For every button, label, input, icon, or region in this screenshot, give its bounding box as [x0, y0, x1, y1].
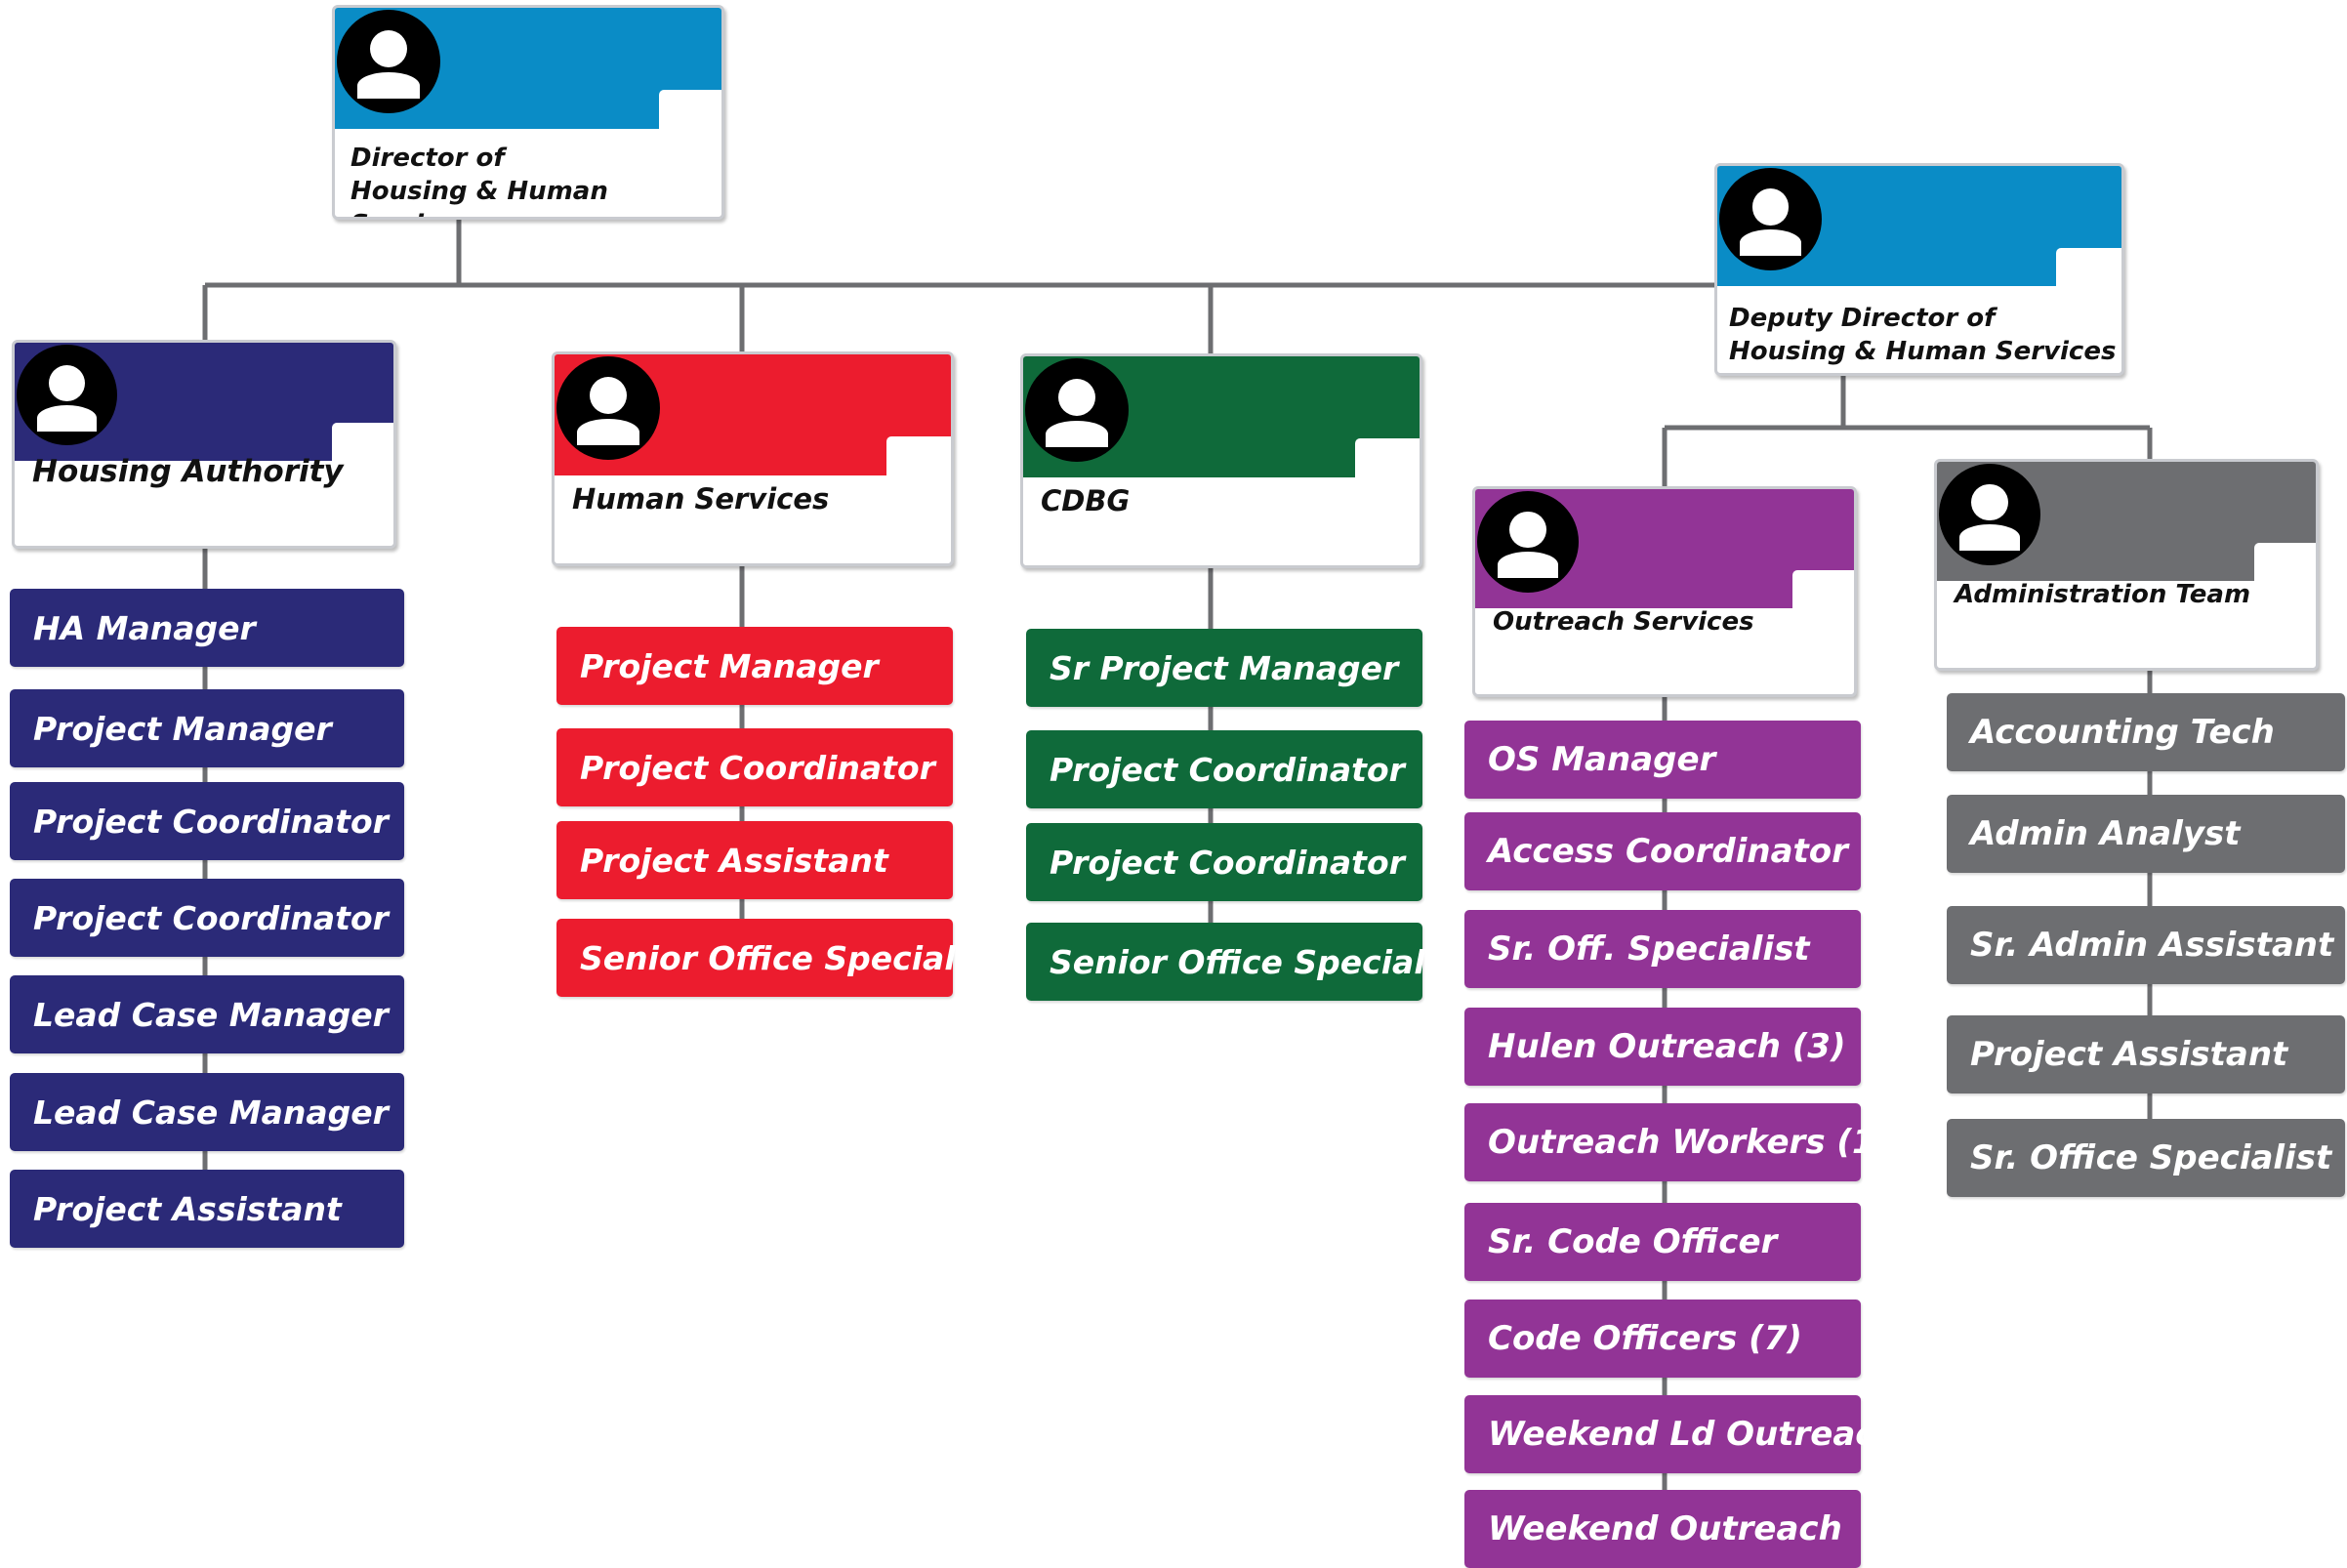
person-icon-head: [1751, 188, 1790, 226]
housing-role-box: Lead Case Manager: [10, 975, 404, 1053]
housing-role-box: HA Manager: [10, 589, 404, 667]
outreach-role-box: Code Officers (7): [1464, 1300, 1861, 1378]
card-notch: [1792, 569, 1854, 608]
housing-role-box: Project Manager: [10, 689, 404, 767]
admin-role-box: Sr. Admin Assistant: [1947, 906, 2345, 984]
person-icon-head: [589, 377, 628, 415]
housing-role-box: Project Assistant: [10, 1170, 404, 1248]
card-title: Human Services: [572, 482, 830, 516]
housing-role-box: Lead Case Manager: [10, 1073, 404, 1151]
director-card: Director of Housing & Human Service: [332, 5, 724, 220]
card-title: Deputy Director of Housing & Human Servi…: [1729, 304, 2117, 366]
person-icon-body: [357, 71, 420, 100]
admin-role-box: Admin Analyst: [1947, 795, 2345, 873]
person-icon-head: [48, 364, 86, 401]
administration-team-card: Administration Team: [1934, 459, 2319, 671]
human-role-box: Project Assistant: [556, 821, 953, 899]
person-icon-body: [1958, 524, 2021, 552]
outreach-role-box: Weekend Outreach: [1464, 1490, 1861, 1568]
person-icon-body: [1740, 229, 1801, 257]
card-notch: [2254, 543, 2316, 582]
housing-role-box: Project Coordinator: [10, 879, 404, 957]
person-icon: [1939, 464, 2040, 565]
card-title: Director of Housing & Human Service: [350, 144, 608, 217]
card-notch: [886, 436, 951, 476]
deputy-card: Deputy Director of Housing & Human Servi…: [1714, 163, 2124, 376]
cdbg-role-box: Sr Project Manager: [1026, 629, 1422, 707]
person-icon-head: [1971, 483, 2008, 521]
card-title: Administration Team: [1955, 580, 2251, 609]
outreach-role-box: OS Manager: [1464, 721, 1861, 799]
human-services-card: Human Services: [552, 351, 954, 566]
admin-role-box: Sr. Office Specialist: [1947, 1119, 2345, 1197]
outreach-role-box: Sr. Code Officer: [1464, 1203, 1861, 1281]
person-icon-body: [1497, 552, 1559, 579]
card-notch: [332, 422, 393, 461]
person-icon-head: [1057, 379, 1096, 417]
card-notch: [2056, 247, 2121, 286]
admin-role-box: Project Assistant: [1947, 1015, 2345, 1093]
person-icon: [1719, 168, 1822, 270]
card-title: Housing Authority: [32, 454, 344, 489]
card-notch: [1355, 438, 1420, 478]
outreach-role-box: Hulen Outreach (3): [1464, 1008, 1861, 1086]
person-icon-head: [1509, 511, 1546, 549]
person-icon-body: [1046, 420, 1108, 448]
outreach-role-box: Weekend Ld Outreach: [1464, 1395, 1899, 1473]
person-icon: [556, 356, 660, 460]
person-icon: [1025, 358, 1129, 462]
cdbg-role-box: Senior Office Specialist: [1026, 923, 1470, 1001]
human-role-box: Senior Office Specialist: [556, 919, 1001, 997]
person-icon-body: [36, 404, 98, 432]
housing-role-box: Project Coordinator: [10, 782, 404, 860]
cdbg-card: CDBG: [1020, 353, 1422, 568]
person-icon: [1477, 491, 1579, 593]
outreach-role-box: Outreach Workers (14): [1464, 1103, 1914, 1181]
admin-role-box: Accounting Tech: [1947, 693, 2345, 771]
outreach-role-box: Sr. Off. Specialist: [1464, 910, 1861, 988]
cdbg-role-box: Project Coordinator: [1026, 823, 1422, 901]
card-title: Outreach Services: [1493, 607, 1754, 637]
cdbg-role-box: Project Coordinator: [1026, 730, 1422, 808]
person-icon: [17, 345, 117, 445]
outreach-role-box: Access Coordinator: [1464, 812, 1861, 890]
person-icon: [337, 10, 440, 113]
outreach-services-card: Outreach Services: [1472, 486, 1857, 697]
person-icon-body: [577, 418, 639, 446]
card-notch: [659, 90, 721, 130]
housing-authority-card: Housing Authority: [12, 340, 396, 549]
human-role-box: Project Manager: [556, 627, 953, 705]
person-icon-head: [369, 30, 408, 68]
human-role-box: Project Coordinator: [556, 728, 953, 806]
card-title: CDBG: [1041, 484, 1131, 517]
